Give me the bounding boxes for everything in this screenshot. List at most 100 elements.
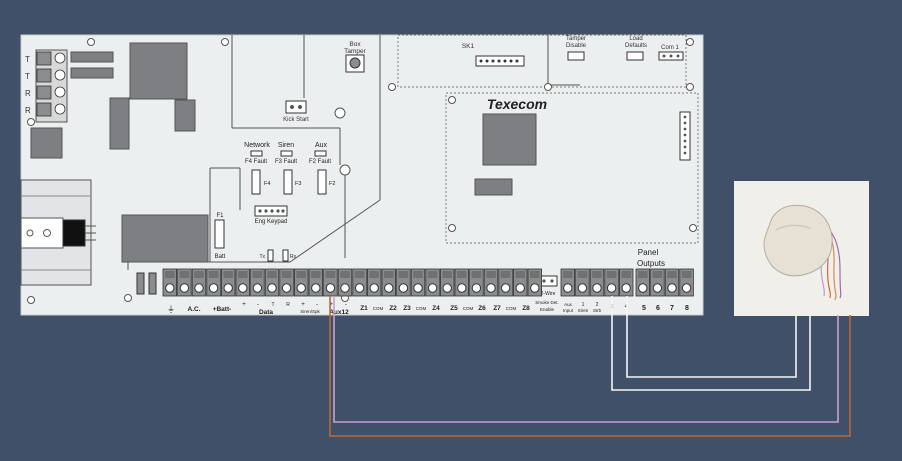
- terminal-slot: [369, 271, 379, 278]
- terminal-slot: [340, 271, 350, 278]
- left-terminal-label: T: [25, 55, 30, 64]
- box-tamper-switch: Box Tamper: [344, 41, 367, 73]
- terminal-screw: [442, 283, 452, 293]
- terminal-slot: [208, 271, 219, 278]
- svg-text:F3: F3: [295, 181, 301, 187]
- terminal-screw: [471, 283, 482, 293]
- terminal-screw: [179, 283, 190, 293]
- svg-text:F2 Fault: F2 Fault: [309, 159, 331, 165]
- detector-body: [763, 204, 833, 277]
- terminal-screw: [384, 283, 394, 293]
- outputs-label: Outputs: [637, 259, 665, 268]
- terminal-slot: [457, 271, 467, 278]
- svg-text:Com 1: Com 1: [661, 45, 679, 51]
- svg-text:Z2: Z2: [389, 305, 397, 312]
- terminal-screw: [592, 283, 602, 293]
- ac-label: A.C.: [188, 306, 201, 313]
- terminal-screw: [208, 283, 219, 293]
- svg-text:Siren: Siren: [278, 142, 294, 149]
- terminal-slot: [179, 271, 190, 278]
- terminal-screw: [281, 283, 292, 293]
- svg-text:Enable: Enable: [540, 307, 555, 312]
- svg-text:5: 5: [642, 305, 646, 312]
- svg-text:Rx: Rx: [290, 254, 297, 260]
- svg-text:Eng Keypad: Eng Keypad: [255, 219, 288, 225]
- left-terminal-label: R: [25, 106, 31, 115]
- terminal-screw: [398, 283, 409, 293]
- svg-text:+: +: [329, 301, 333, 308]
- svg-text:Tamper: Tamper: [566, 36, 586, 42]
- aux12-label: Aux12: [329, 309, 349, 316]
- svg-text:COM: COM: [506, 306, 517, 311]
- sk1-zone: [397, 34, 687, 88]
- bottom-left-components: [136, 272, 157, 295]
- left-terminal-block: T T R R: [25, 49, 68, 123]
- terminal-strip: [162, 268, 694, 297]
- svg-text:Z7: Z7: [493, 305, 501, 312]
- svg-text:8: 8: [685, 305, 689, 312]
- data-label: Data: [259, 309, 273, 316]
- svg-text:COM: COM: [416, 306, 427, 311]
- svg-text:Input: Input: [563, 308, 574, 313]
- svg-text:Z5: Z5: [450, 305, 458, 312]
- terminal-screw: [165, 283, 175, 293]
- svg-text:Aux: Aux: [315, 142, 328, 149]
- pcb-daughter-zone: [445, 92, 699, 244]
- svg-text:COM: COM: [463, 306, 474, 311]
- svg-text:6: 6: [656, 305, 660, 312]
- terminal-slot: [223, 271, 233, 278]
- fuse-section: Network Siren Aux F4 Fault F3 Fault F2 F…: [214, 142, 335, 262]
- terminal-screw: [457, 283, 467, 293]
- terminal-slot: [638, 271, 648, 278]
- terminal-labels: ⏚ A.C. +Batt- + - T R Data + - Siren/Spk…: [167, 300, 689, 316]
- terminal-slot: [486, 271, 496, 278]
- terminal-slot: [592, 271, 602, 278]
- svg-text:7: 7: [670, 305, 674, 312]
- chips: [30, 42, 537, 263]
- siren-spk-label: Siren/Spk: [300, 309, 320, 314]
- svg-text:T: T: [271, 302, 274, 308]
- svg-text:Z8: Z8: [522, 305, 530, 312]
- terminal-screw: [667, 283, 677, 293]
- terminal-screw: [311, 283, 321, 293]
- terminal-slot: [194, 271, 204, 278]
- terminal-slot: [413, 271, 423, 278]
- batt-label: +Batt-: [213, 306, 232, 313]
- terminal-slot: [398, 271, 409, 278]
- terminal-slot: [354, 271, 365, 278]
- svg-text:1: 1: [582, 302, 585, 308]
- terminal-slot: [563, 271, 573, 278]
- terminal-screw: [606, 283, 617, 293]
- svg-text:SK1: SK1: [462, 43, 475, 50]
- terminal-screw: [486, 283, 496, 293]
- terminal-screw: [238, 283, 248, 293]
- svg-text:Smoke Det.: Smoke Det.: [535, 300, 559, 305]
- terminal-slot: [252, 271, 263, 278]
- earth-label: ⏚: [167, 305, 175, 314]
- svg-text:F1: F1: [216, 213, 224, 219]
- terminal-slot: [515, 271, 525, 278]
- svg-text:+: +: [301, 301, 305, 308]
- terminal-screw: [577, 283, 588, 293]
- svg-text:Aux: Aux: [564, 302, 573, 307]
- panel-label: Panel: [638, 248, 659, 257]
- svg-text:Siren: Siren: [578, 308, 589, 313]
- terminal-slot: [606, 271, 617, 278]
- svg-text:COM: COM: [373, 306, 384, 311]
- terminal-screw: [652, 283, 663, 293]
- kick-start-header: Kick Start: [283, 100, 309, 123]
- svg-text:F2: F2: [329, 181, 335, 187]
- terminal-screw: [681, 283, 692, 293]
- terminal-slot: [238, 271, 248, 278]
- terminal-slot: [325, 271, 336, 278]
- control-panel-board: T T R R Box Tamper: [20, 34, 704, 316]
- sk1-connector: SK1: [462, 43, 525, 67]
- svg-text:F4 Fault: F4 Fault: [245, 159, 267, 165]
- svg-text:2-Wire: 2-Wire: [541, 291, 556, 297]
- svg-text:Network: Network: [244, 142, 270, 149]
- terminal-screw: [267, 283, 277, 293]
- terminal-slot: [652, 271, 663, 278]
- svg-text:4: 4: [625, 304, 628, 310]
